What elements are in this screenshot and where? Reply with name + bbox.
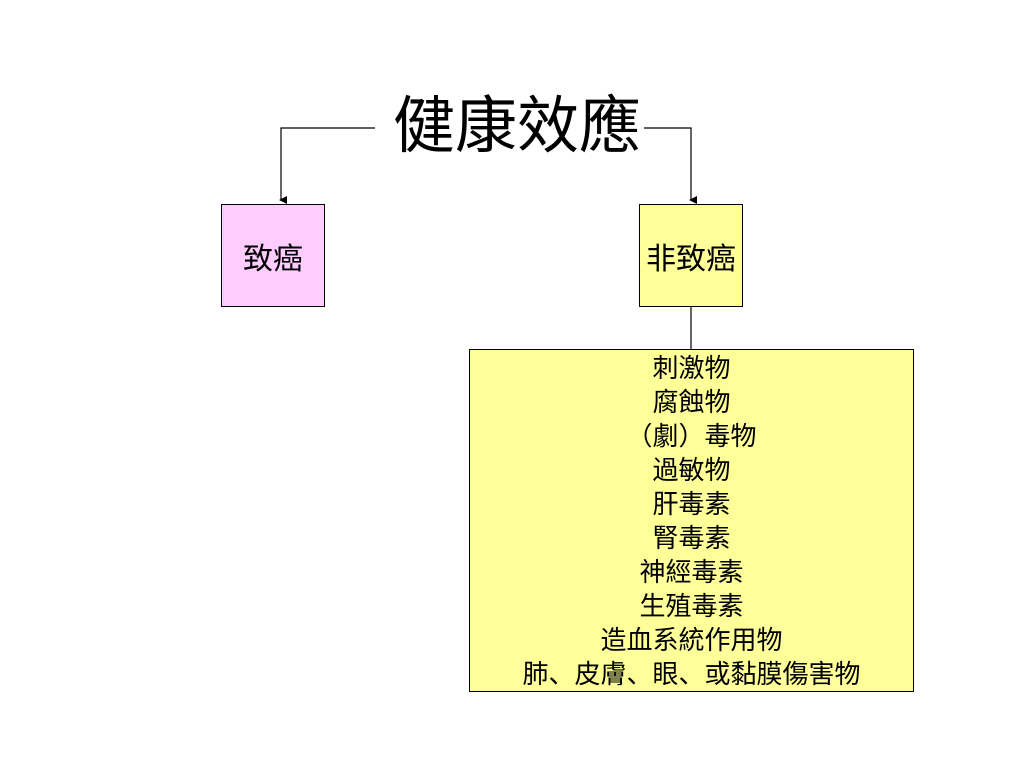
- arrow-to-noncarcinogenic: [644, 127, 697, 204]
- diagram-title: 健康效應: [392, 89, 641, 162]
- noncarcinogenic-effects-list: 刺激物 腐蝕物 （劇）毒物 過敏物 肝毒素 腎毒素 神經毒素 生殖毒素 造血系統…: [469, 349, 914, 692]
- noncarcinogenic-box: 非致癌: [639, 204, 743, 307]
- list-item: 造血系統作用物: [600, 626, 783, 656]
- list-item: 腎毒素: [652, 524, 731, 554]
- noncarcinogenic-label: 非致癌: [646, 241, 736, 277]
- list-item: （劇）毒物: [626, 422, 757, 452]
- list-item: 生殖毒素: [639, 592, 744, 622]
- arrow-to-carcinogenic: [279, 127, 375, 204]
- list-item: 刺激物: [652, 354, 731, 384]
- list-item: 肝毒素: [652, 490, 731, 520]
- list-item: 過敏物: [652, 456, 731, 486]
- carcinogenic-box: 致癌: [221, 204, 325, 307]
- list-item: 神經毒素: [639, 558, 744, 588]
- list-item: 腐蝕物: [652, 388, 731, 418]
- carcinogenic-label: 致癌: [243, 241, 303, 277]
- list-item: 肺、皮膚、眼、或黏膜傷害物: [522, 660, 861, 690]
